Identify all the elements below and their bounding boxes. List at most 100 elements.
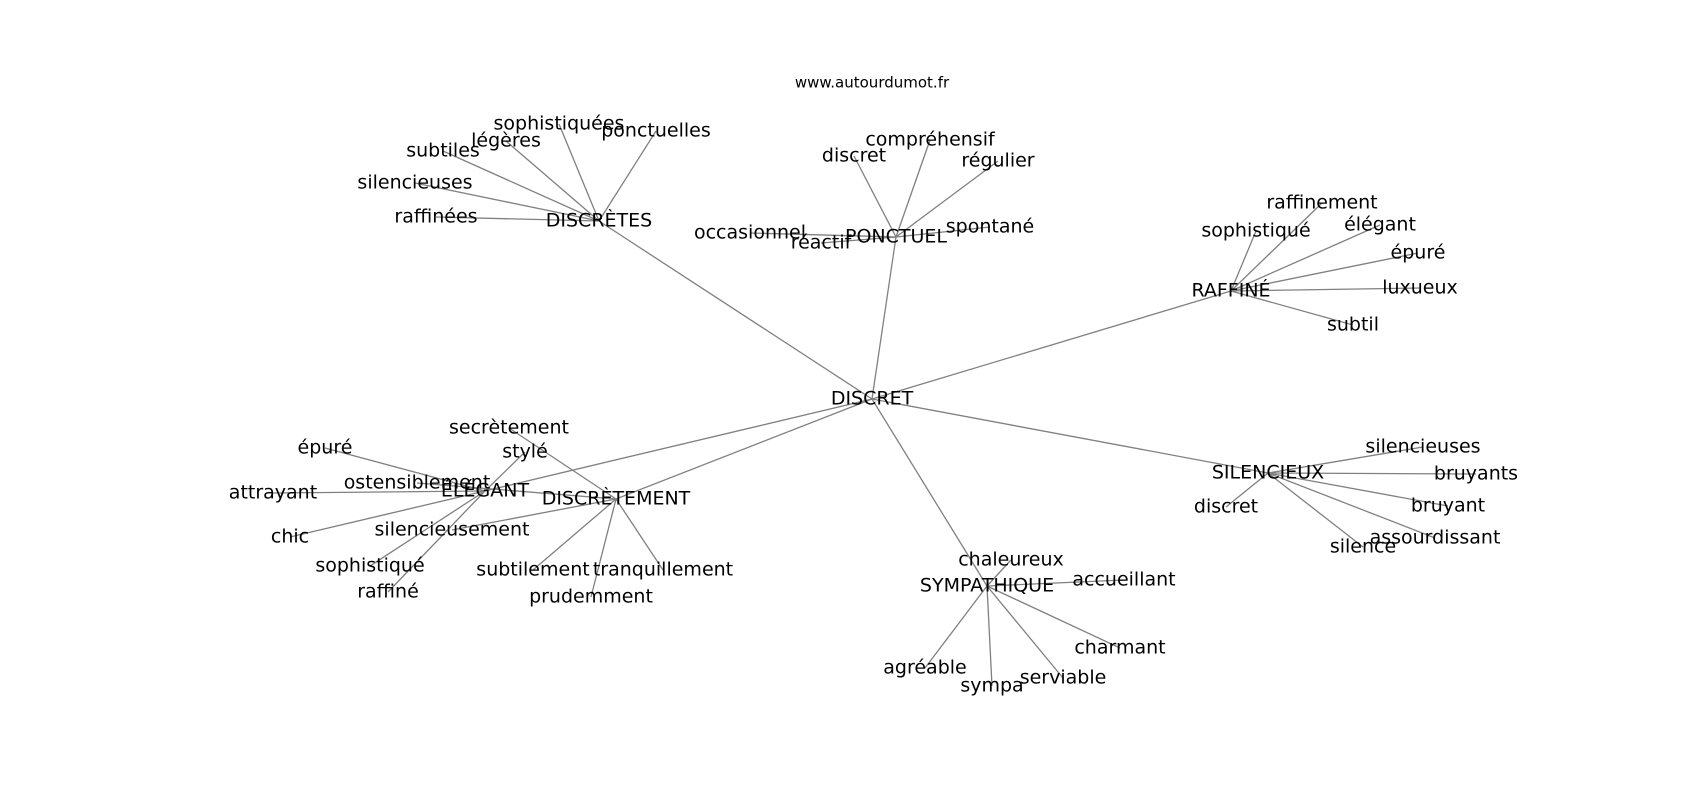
edge-sympathique-sympa [986,585,993,687]
node-bruyant[interactable]: bruyant [1411,495,1485,517]
edge-raffine_hub-luxueux [1230,287,1421,292]
edge-ponctuel-occasionnel [749,232,897,238]
edge-raffine_hub-raffinement [1230,202,1323,292]
node-secretement[interactable]: secrètement [449,417,569,439]
node-comprehensif[interactable]: compréhensif [865,129,996,151]
edge-discret_center-sympathique [871,398,988,587]
edge-discretement-prudemment [590,498,617,598]
edge-discretes-ponctuelles [598,130,657,222]
edge-silencieux-silence [1267,472,1364,548]
edge-silencieux-bruyants [1267,472,1477,475]
node-prudemment[interactable]: prudemment [529,586,653,608]
edge-raffine_hub-sophistique_r [1230,230,1257,292]
node-sophistiquees[interactable]: sophistiquées [494,113,625,135]
edge-discret_center-discretement [615,398,873,500]
edge-discretes-legeres [505,140,600,222]
edge-discret_center-raffine_hub [871,290,1232,400]
edge-elegant_hub-attrayant [272,490,486,494]
edge-sympathique-accueillant [986,579,1125,587]
node-elegant_r[interactable]: élégant [1344,214,1416,236]
edge-discretes-silencieuses_1 [414,182,600,222]
edge-elegant_hub-style [484,451,526,492]
node-attrayant[interactable]: attrayant [229,482,317,504]
edge-sympathique-chaleureux [986,559,1012,587]
edge-sympathique-serviable [986,585,1064,679]
edge-ponctuel-spontane [895,226,991,238]
graph-labels: DISCRET DISCRÈTES PONCTUEL RAFFINÉ ÉLÉGANT DI… [229,113,1518,697]
node-legeres[interactable]: légères [471,130,541,152]
node-elegant_hub[interactable]: ÉLÉGANT [441,479,530,502]
edge-discretement-silencieusement [451,498,617,531]
node-discret_center[interactable]: DISCRET [831,388,914,410]
node-assourdissant[interactable]: assourdissant [1370,527,1501,549]
node-reactif[interactable]: réactif [791,232,853,254]
edge-elegant_hub-raffine_e [387,490,486,593]
edge-sympathique-agreable [924,585,988,669]
node-silencieux[interactable]: SILENCIEUX [1212,462,1324,484]
node-epure_r[interactable]: épuré [1391,242,1446,264]
edge-sympathique-charmant [986,585,1121,649]
edge-silencieux-bruyant [1267,472,1449,507]
node-sympathique[interactable]: SYMPATHIQUE [920,575,1054,597]
node-discret_p[interactable]: discret [822,145,886,167]
node-raffine_e[interactable]: raffiné [357,581,419,603]
node-silencieusement[interactable]: silencieusement [375,519,530,541]
node-silencieuses_1[interactable]: silencieuses [357,172,472,194]
edge-silencieux-assourdissant [1267,472,1436,539]
site-title[interactable]: www.autourdumot.fr [795,74,950,92]
node-charmant[interactable]: charmant [1074,637,1165,659]
node-subtil[interactable]: subtil [1327,314,1379,336]
node-subtiles[interactable]: subtiles [406,140,480,162]
node-agreable[interactable]: agréable [883,657,966,679]
node-discretement[interactable]: DISCRÈTEMENT [542,487,691,510]
edge-raffine_hub-epure_r [1230,252,1419,292]
node-chaleureux[interactable]: chaleureux [958,549,1064,571]
node-chic[interactable]: chic [271,526,309,548]
node-sophistique_r[interactable]: sophistiqué [1201,220,1310,242]
node-ostensiblement[interactable]: ostensiblement [344,472,491,494]
node-raffinees[interactable]: raffinées [394,206,477,228]
node-ponctuelles[interactable]: ponctuelles [601,120,711,142]
node-epure_e[interactable]: épuré [298,437,353,459]
edge-ponctuel-comprehensif [895,139,931,238]
edge-discret_center-elegant_hub [484,398,873,492]
edge-discretement-subtilement [532,498,617,571]
node-raffinement[interactable]: raffinement [1266,192,1377,214]
node-discretes[interactable]: DISCRÈTES [546,209,652,232]
edge-discretement-tranquillement [615,498,664,571]
edge-discret_center-ponctuel [871,236,897,400]
node-accueillant[interactable]: accueillant [1072,569,1175,591]
node-regulier[interactable]: régulier [961,150,1034,172]
node-luxueux[interactable]: luxueux [1382,277,1458,299]
node-discret_s[interactable]: discret [1194,496,1258,518]
edge-elegant_hub-sophistique_e [369,490,486,567]
edge-ponctuel-reactif [820,236,897,244]
node-bruyants[interactable]: bruyants [1434,463,1518,485]
edge-discretes-sophistiquees [558,123,600,222]
node-silencieuses_2[interactable]: silencieuses [1365,436,1480,458]
node-sophistique_e[interactable]: sophistiqué [315,555,424,577]
node-sympa[interactable]: sympa [960,675,1023,697]
edge-discretement-ostensiblement [416,482,617,500]
edge-discretes-raffinees [435,216,600,222]
node-occasionnel[interactable]: occasionnel [694,222,806,244]
node-tranquillement[interactable]: tranquillement [593,559,733,581]
edge-discret_center-discretes [598,220,873,400]
edge-discret_center-silencieux [871,398,1269,474]
node-style[interactable]: stylé [502,441,548,463]
edge-raffine_hub-subtil [1230,290,1354,326]
node-serviable[interactable]: serviable [1020,667,1107,689]
edge-discretement-secretement [508,427,617,500]
edge-ponctuel-discret_p [853,155,897,238]
edge-elegant_hub-epure_e [324,447,486,492]
node-ponctuel[interactable]: PONCTUEL [845,226,947,248]
edge-elegant_hub-chic [289,490,486,538]
edge-silencieux-discret_s [1225,472,1269,508]
node-silence[interactable]: silence [1330,536,1396,558]
node-raffine_hub[interactable]: RAFFINÉ [1191,279,1270,302]
edge-ponctuel-regulier [895,160,999,238]
node-spontane[interactable]: spontané [946,216,1034,238]
edge-discretes-subtiles [442,150,600,222]
node-subtilement[interactable]: subtilement [476,559,589,581]
